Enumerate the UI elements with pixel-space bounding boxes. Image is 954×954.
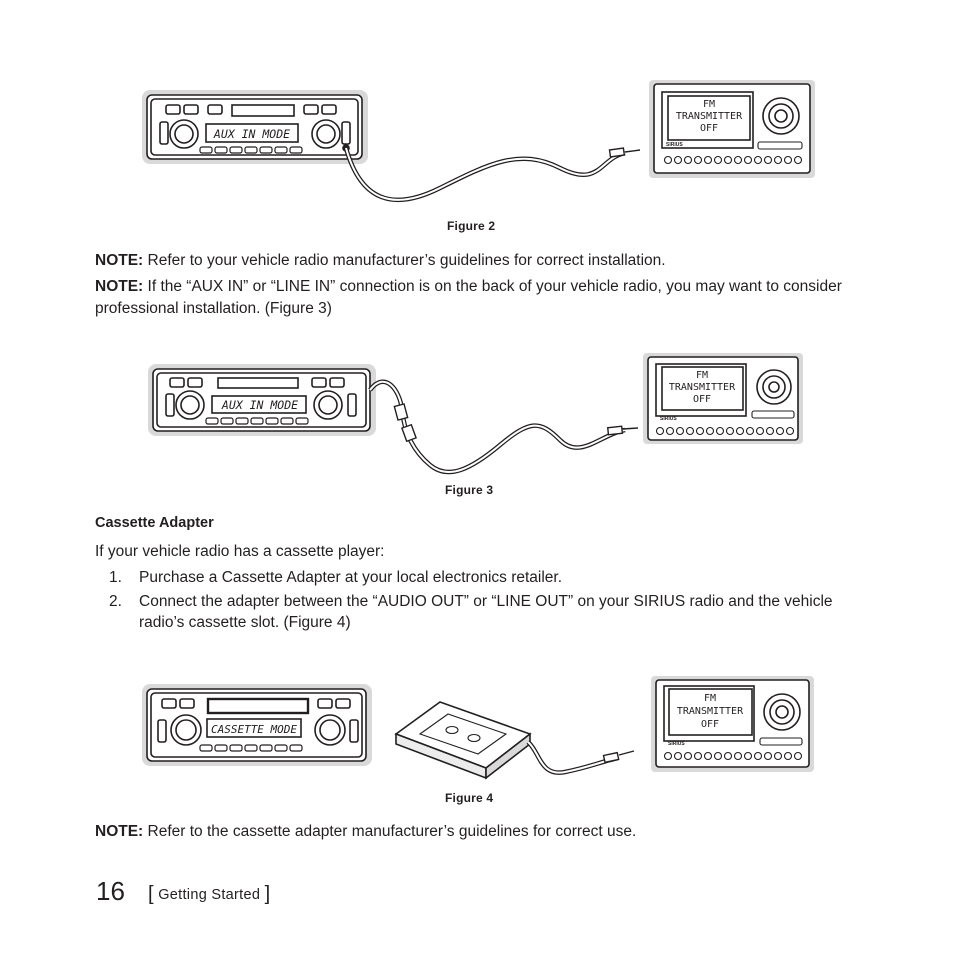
note-text: If the “AUX IN” or “LINE IN” connection … [95,278,842,317]
receiver-brand-logo: SIRIUS [666,142,683,148]
receiver-display-line-2: TRANSMITTER [669,382,736,393]
note-text: Refer to your vehicle radio manufacturer… [143,252,666,269]
car-radio [148,364,376,436]
car-radio [142,90,368,164]
section-heading: Cassette Adapter [95,515,214,531]
sirius-receiver [649,80,815,178]
note-label: NOTE: [95,278,144,295]
step-text: Purchase a Cassette Adapter at your loca… [139,569,563,586]
receiver-display-line-3: OFF [700,123,718,134]
list-item: 2. Connect the adapter between the “AUDI… [109,591,849,634]
note-1: NOTE: Refer to your vehicle radio manufa… [95,250,855,272]
figure-2-illustration: AUX IN MODE FM TRANSMITTER OFF [0,78,954,218]
radio-display: AUX IN MODE [213,127,290,141]
receiver-display-line-1: FM [703,99,715,110]
section-intro: If your vehicle radio has a cassette pla… [95,543,385,560]
receiver-display-line-2: TRANSMITTER [676,111,743,122]
receiver-brand-logo: SIRIUS [668,741,685,747]
note-label: NOTE: [95,252,144,269]
figure-2-caption: Figure 2 [447,219,496,233]
receiver-display-line-3: OFF [693,394,711,405]
radio-display: AUX IN MODE [221,398,298,412]
sirius-receiver [643,353,803,444]
step-text: Connect the adapter between the “AUDIO O… [139,592,833,632]
figure-4-illustration: CASSETTE MODE [0,672,954,790]
receiver-display-line-1: FM [696,370,708,381]
receiver-display-line-3: OFF [701,719,719,730]
note-text: Refer to the cassette adapter manufactur… [143,823,637,840]
list-item: 1. Purchase a Cassette Adapter at your l… [109,567,849,589]
cassette-adapter [394,701,532,780]
open-bracket: [ [148,883,154,905]
figure-4-caption: Figure 4 [445,791,494,805]
receiver-display-line-2: TRANSMITTER [677,706,744,717]
receiver-display-line-1: FM [704,693,716,704]
step-number: 2. [109,592,122,610]
page-number: 16 [96,876,125,906]
sirius-receiver [651,676,814,772]
steps-list: 1. Purchase a Cassette Adapter at your l… [109,567,849,636]
note-3: NOTE: Refer to the cassette adapter manu… [95,821,855,843]
running-footer: [ Getting Started ] [148,882,270,905]
figure-3-caption: Figure 3 [445,483,494,497]
step-number: 1. [109,569,122,586]
car-radio [142,684,372,766]
radio-display: CASSETTE MODE [211,723,297,736]
note-2: NOTE: If the “AUX IN” or “LINE IN” conne… [95,276,847,319]
close-bracket: ] [264,883,271,905]
section-name: Getting Started [158,887,261,903]
figure-3-illustration: AUX IN MODE FM TRANSMITTER [0,350,954,485]
receiver-brand-logo: SIRIUS [660,416,677,422]
note-label: NOTE: [95,823,144,840]
